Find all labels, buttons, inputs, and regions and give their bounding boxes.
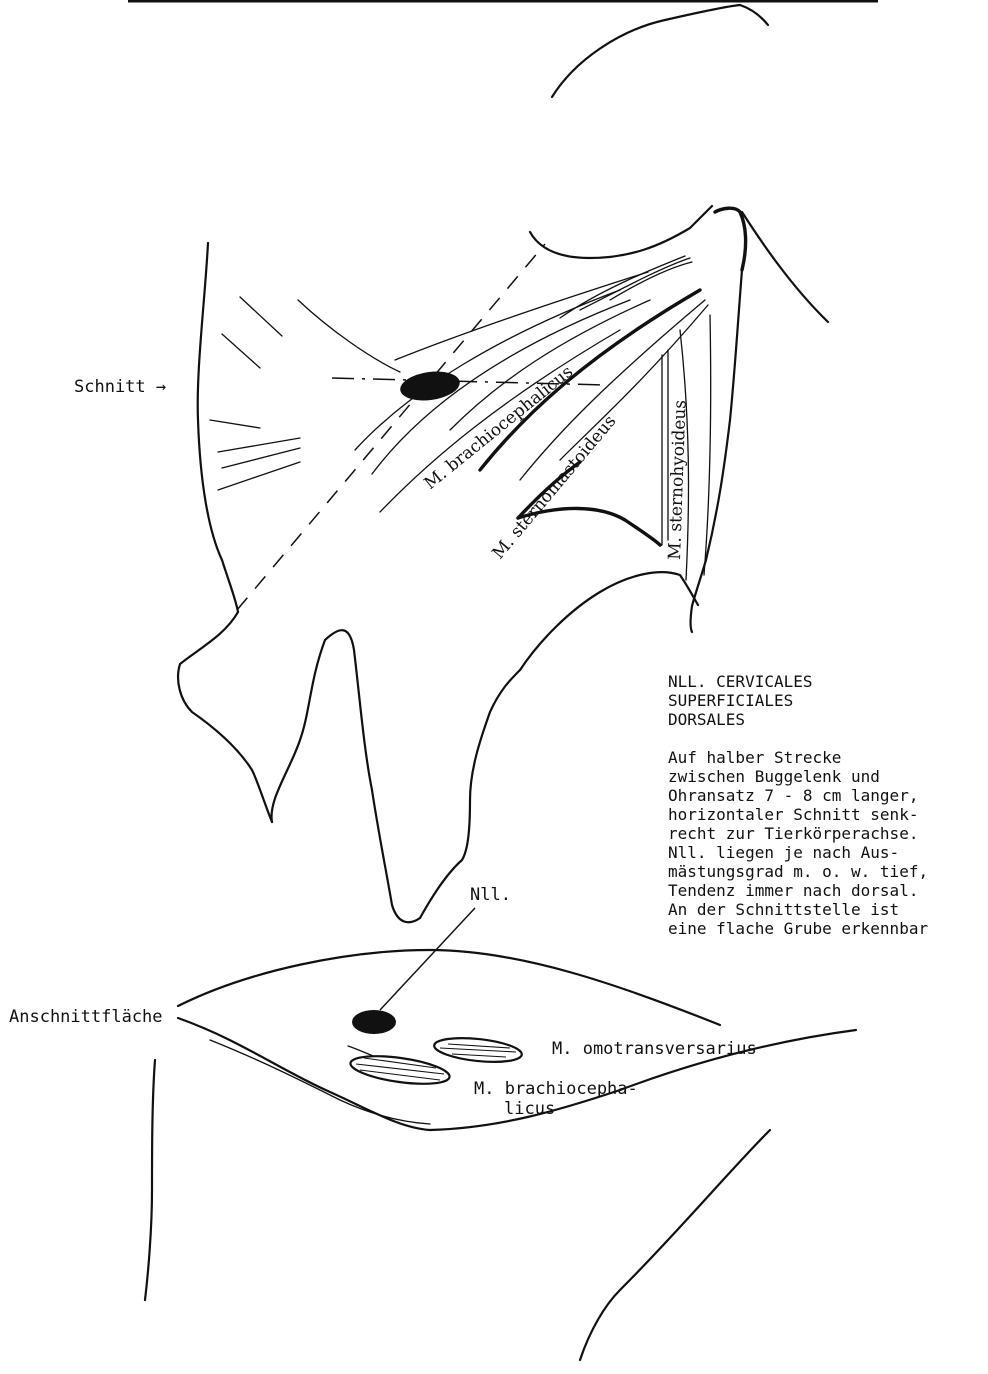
description-body: Auf halber Strecke zwischen Buggelenk un… [668,748,988,938]
brachiocephalicus-lower-label-2: licus [504,1099,555,1119]
description-heading: NLL. CERVICALES SUPERFICIALES DORSALES [668,672,988,729]
brachiocephalicus-lower-label-1: M. brachiocepha- [474,1079,638,1099]
neck-outline [178,243,698,922]
cross-section [145,950,856,1360]
schnitt-label: Schnitt → [74,377,166,397]
omotransversarius-section [433,1034,523,1065]
brachiocephalicus-fibers [355,256,692,474]
nll-label: Nll. [470,885,511,905]
omotransversarius-label: M. omotransversarius [552,1039,757,1059]
brachiocephalicus-section [348,1046,451,1089]
lymph-node-lower [352,1010,396,1034]
sternomastoideus-label: M. sternomastoideus [489,412,621,564]
sternohyoideus-label: M. sternohyoideus [665,400,691,561]
description-block: NLL. CERVICALES SUPERFICIALES DORSALES A… [668,672,988,938]
ear-outline [552,5,768,97]
anschnittflaeche-label: Anschnittfläche [9,1007,163,1027]
skin-creases [210,297,400,490]
jaw-outline [530,206,712,258]
nll-pointer-line [380,908,475,1010]
